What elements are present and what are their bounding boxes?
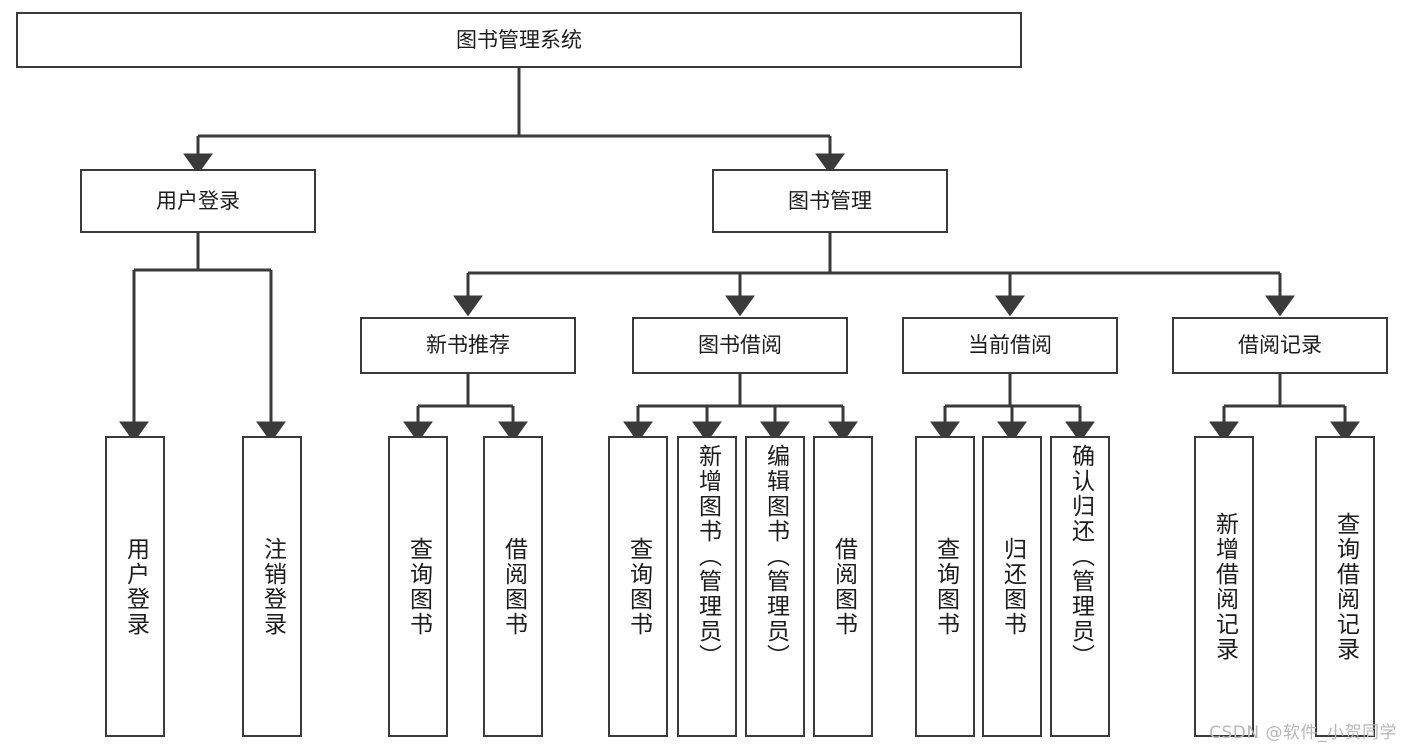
node-new-book-recommend[interactable]: 新书推荐 xyxy=(360,317,576,374)
node-leaf-logout[interactable]: 注销登录 xyxy=(242,436,302,737)
node-book-borrow[interactable]: 图书借阅 xyxy=(632,317,848,374)
watermark-text: CSDN @软件_小贺同学 xyxy=(1209,723,1397,743)
node-label: 借阅图书 xyxy=(830,536,857,637)
node-label: 当前借阅 xyxy=(968,333,1052,358)
node-leaf-query-book-recommend[interactable]: 查询图书 xyxy=(388,436,448,737)
node-label: 图书借阅 xyxy=(698,333,782,358)
node-label: 图书管理系统 xyxy=(456,27,582,52)
node-label: 新书推荐 xyxy=(426,333,510,358)
node-label: 归还图书 xyxy=(999,536,1026,637)
node-borrow-record[interactable]: 借阅记录 xyxy=(1172,317,1388,374)
node-leaf-query-book-current[interactable]: 查询图书 xyxy=(915,436,975,737)
node-leaf-borrow-book-recommend[interactable]: 借阅图书 xyxy=(483,436,543,737)
node-label: 查询图书 xyxy=(405,536,432,637)
node-label: 用户登录 xyxy=(156,188,240,213)
node-label: 编辑图书（管理员） xyxy=(762,444,789,669)
node-current-borrow[interactable]: 当前借阅 xyxy=(902,317,1118,374)
node-leaf-borrow-book[interactable]: 借阅图书 xyxy=(813,436,873,737)
node-label: 新增借阅记录 xyxy=(1211,511,1238,662)
node-leaf-add-book-admin[interactable]: 新增图书（管理员） xyxy=(677,436,737,737)
node-label: 确认归还（管理员） xyxy=(1067,444,1094,669)
node-label: 查询图书 xyxy=(625,536,652,637)
node-label: 借阅记录 xyxy=(1238,333,1322,358)
node-leaf-user-login[interactable]: 用户登录 xyxy=(105,436,165,737)
node-leaf-add-borrow-record[interactable]: 新增借阅记录 xyxy=(1194,436,1254,737)
node-user-login[interactable]: 用户登录 xyxy=(80,169,316,233)
node-root-book-management-system[interactable]: 图书管理系统 xyxy=(16,12,1022,68)
node-label: 新增图书（管理员） xyxy=(694,444,721,669)
node-label: 用户登录 xyxy=(122,536,149,637)
node-label: 注销登录 xyxy=(259,536,286,637)
node-leaf-edit-book-admin[interactable]: 编辑图书（管理员） xyxy=(745,436,805,737)
node-leaf-return-book[interactable]: 归还图书 xyxy=(982,436,1042,737)
node-leaf-query-book-borrow[interactable]: 查询图书 xyxy=(608,436,668,737)
node-label: 图书管理 xyxy=(788,188,872,213)
node-leaf-confirm-return-admin[interactable]: 确认归还（管理员） xyxy=(1050,436,1110,737)
node-book-management[interactable]: 图书管理 xyxy=(712,169,948,233)
node-label: 查询借阅记录 xyxy=(1332,511,1359,662)
node-label: 查询图书 xyxy=(932,536,959,637)
node-label: 借阅图书 xyxy=(500,536,527,637)
node-leaf-query-borrow-record[interactable]: 查询借阅记录 xyxy=(1315,436,1375,737)
